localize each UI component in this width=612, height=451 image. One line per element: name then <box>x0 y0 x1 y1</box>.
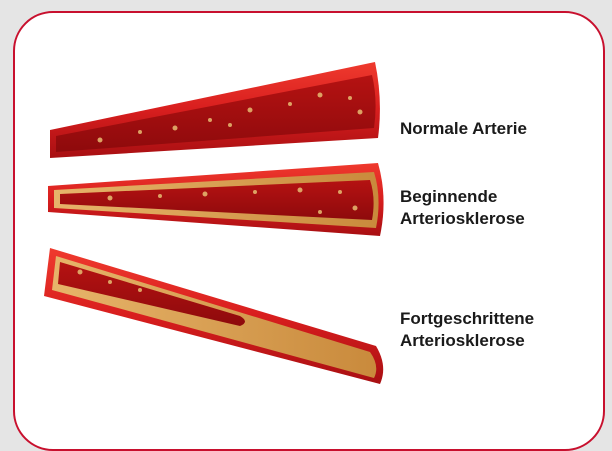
label-advanced-line1: Fortgeschrittene <box>400 308 534 330</box>
label-normal-line1: Normale Arterie <box>400 118 527 140</box>
artery-advanced <box>44 248 383 384</box>
label-advanced-arteriosclerosis: Fortgeschrittene Arteriosklerose <box>400 308 534 352</box>
artery-beginning <box>48 163 384 236</box>
label-beginning-line2: Arteriosklerose <box>400 208 525 230</box>
label-advanced-line2: Arteriosklerose <box>400 330 534 352</box>
label-beginning-line1: Beginnende <box>400 186 525 208</box>
label-normal-artery: Normale Arterie <box>400 118 527 140</box>
artery-normal <box>50 62 380 158</box>
label-beginning-arteriosclerosis: Beginnende Arteriosklerose <box>400 186 525 230</box>
figure-stage: Normale Arterie Beginnende Arteriosklero… <box>0 0 612 423</box>
